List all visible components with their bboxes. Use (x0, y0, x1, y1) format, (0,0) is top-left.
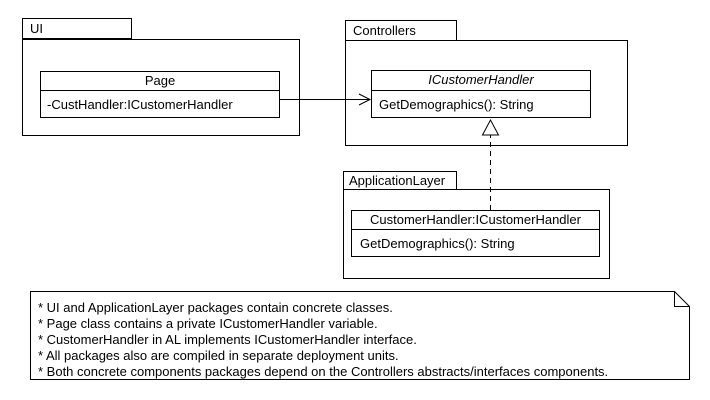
note-line: * UI and ApplicationLayer packages conta… (38, 300, 393, 315)
class-customerhandler: CustomerHandler:ICustomerHandler GetDemo… (351, 210, 600, 257)
package-applicationlayer-tab: ApplicationLayer (343, 171, 457, 190)
note-line: * CustomerHandler in AL implements ICust… (38, 332, 417, 347)
note-line: * Page class contains a private ICustome… (38, 316, 378, 331)
class-page-name: Page (41, 72, 279, 91)
package-ui-tab: UI (22, 18, 132, 39)
package-controllers-tab: Controllers (345, 20, 457, 41)
class-icustomerhandler: ICustomerHandler GetDemographics(): Stri… (371, 70, 591, 118)
class-page: Page -CustHandler:ICustomerHandler (40, 71, 280, 118)
note-line: * Both concrete components packages depe… (38, 364, 609, 379)
class-customerhandler-name: CustomerHandler:ICustomerHandler (352, 211, 599, 230)
note: * UI and ApplicationLayer packages conta… (30, 291, 690, 380)
class-icustomerhandler-name: ICustomerHandler (372, 71, 590, 91)
class-icustomerhandler-method: GetDemographics(): String (379, 97, 534, 112)
class-page-attribute: -CustHandler:ICustomerHandler (47, 97, 233, 112)
class-customerhandler-method: GetDemographics(): String (360, 236, 515, 251)
note-line: * All packages also are compiled in sepa… (38, 348, 399, 363)
